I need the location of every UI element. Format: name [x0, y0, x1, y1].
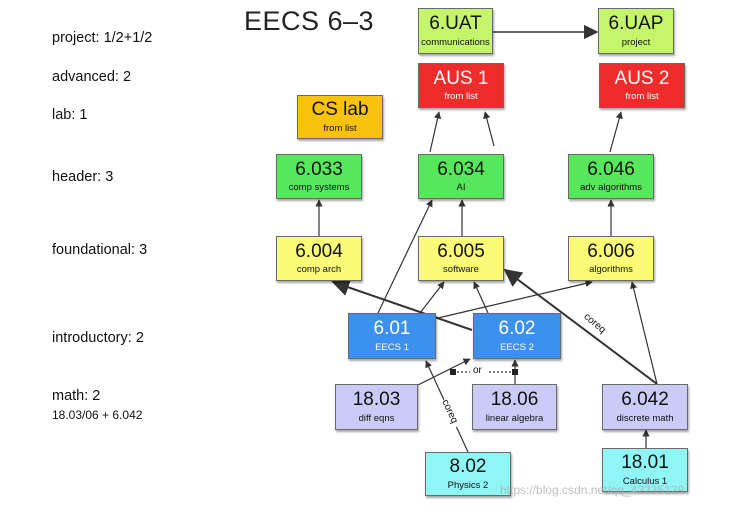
course-desc: from list [444, 91, 478, 103]
course-code: AUS 1 [433, 67, 489, 89]
course-code: 6.034 [437, 158, 485, 180]
course-box-602: 6.02 EECS 2 [473, 313, 561, 359]
or-node-left [450, 369, 456, 375]
course-code: CS lab [311, 99, 369, 121]
arrow-602-to-6004 [331, 278, 473, 331]
row-label-math: math: 2 [52, 388, 101, 404]
page-title: EECS 6–3 [244, 6, 375, 36]
course-box-1803: 18.03 diff eqns [335, 384, 418, 430]
course-box-6005: 6.005 software [418, 236, 504, 281]
coreq-right-bg [579, 308, 615, 342]
arrow-6046-to-aus2 [609, 111, 623, 153]
course-code: 18.01 [621, 452, 669, 474]
or-label-bg [470, 365, 488, 378]
course-box-601: 6.01 EECS 1 [348, 313, 436, 359]
course-code: 6.004 [295, 240, 343, 262]
course-desc: algorithms [589, 264, 633, 276]
course-desc: discrete math [616, 412, 674, 424]
course-desc: EECS 1 [375, 341, 409, 353]
arrow-601-to-6034 [377, 199, 433, 314]
course-box-6034: 6.034 AI [418, 154, 504, 199]
arrow-6042-to-6005-coreq [503, 268, 658, 385]
course-code: 6.006 [587, 240, 635, 262]
arrow-1803-to-602 [417, 358, 471, 386]
course-code: 6.UAT [429, 13, 482, 35]
course-box-802: 8.02 Physics 2 [425, 452, 511, 496]
course-desc: linear algebra [485, 412, 544, 424]
or-node-right [512, 369, 518, 375]
course-box-1806: 18.06 linear algebra [472, 384, 557, 430]
course-desc: project [621, 36, 651, 48]
course-code: 6.02 [498, 318, 536, 340]
course-desc: comp systems [288, 182, 350, 194]
row-label-header: header: 3 [52, 169, 114, 185]
course-code: 6.005 [437, 240, 485, 262]
course-desc: comp arch [296, 264, 342, 276]
course-box-aus1: AUS 1 from list [418, 63, 504, 108]
coreq-left-bg [438, 396, 464, 430]
or-label: or [473, 365, 482, 376]
arrow-6034-to-aus1-right [483, 111, 495, 147]
course-code: 6.046 [587, 158, 635, 180]
row-label-advanced: advanced: 2 [52, 69, 132, 85]
course-desc: EECS 2 [500, 341, 534, 353]
course-code: 18.06 [490, 389, 539, 411]
row-label-foundational: foundational: 3 [52, 242, 148, 258]
course-code: 6.033 [295, 158, 343, 180]
course-code: 6.042 [621, 389, 669, 411]
course-desc: adv algorithms [580, 182, 642, 194]
course-box-6042: 6.042 discrete math [602, 384, 688, 430]
course-box-6004: 6.004 comp arch [276, 236, 362, 281]
row-label-math-note: 18.03/06 + 6.042 [52, 408, 143, 422]
row-label-introductory: introductory: 2 [52, 330, 144, 346]
course-box-1801: 18.01 Calculus 1 [602, 448, 688, 492]
course-code: AUS 2 [614, 67, 670, 89]
arrow-601-to-6006 [437, 279, 593, 319]
course-desc: diff eqns [358, 412, 395, 424]
arrow-6042-to-6006 [630, 281, 658, 385]
row-label-lab: lab: 1 [52, 107, 88, 123]
course-desc: AI [456, 182, 466, 194]
course-code: 6.UAP [608, 13, 664, 35]
course-box-6033: 6.033 comp systems [276, 154, 362, 199]
arrow-6034-to-aus1-left [429, 111, 442, 153]
course-desc: Calculus 1 [622, 475, 668, 487]
course-desc: communications [421, 36, 490, 48]
course-box-6uat: 6.UAT communications [418, 8, 493, 54]
arrow-601-to-6005 [419, 281, 445, 314]
course-desc: Physics 2 [447, 479, 489, 491]
row-label-project: project: 1/2+1/2 [52, 30, 153, 46]
course-box-6046: 6.046 adv algorithms [568, 154, 654, 199]
watermark: https://blog.csdn.net/qq_42235129 [500, 483, 685, 497]
course-code: 8.02 [449, 456, 487, 478]
course-desc: from list [323, 122, 357, 134]
course-box-6006: 6.006 algorithms [568, 236, 654, 281]
arrow-602-to-6005 [473, 281, 489, 314]
course-box-cslab: CS lab from list [297, 95, 383, 139]
course-desc: from list [625, 91, 659, 103]
course-box-6uap: 6.UAP project [598, 8, 674, 54]
course-box-aus2: AUS 2 from list [599, 63, 685, 108]
course-desc: software [443, 264, 479, 276]
course-code: 6.01 [373, 318, 411, 340]
course-code: 18.03 [352, 389, 401, 411]
